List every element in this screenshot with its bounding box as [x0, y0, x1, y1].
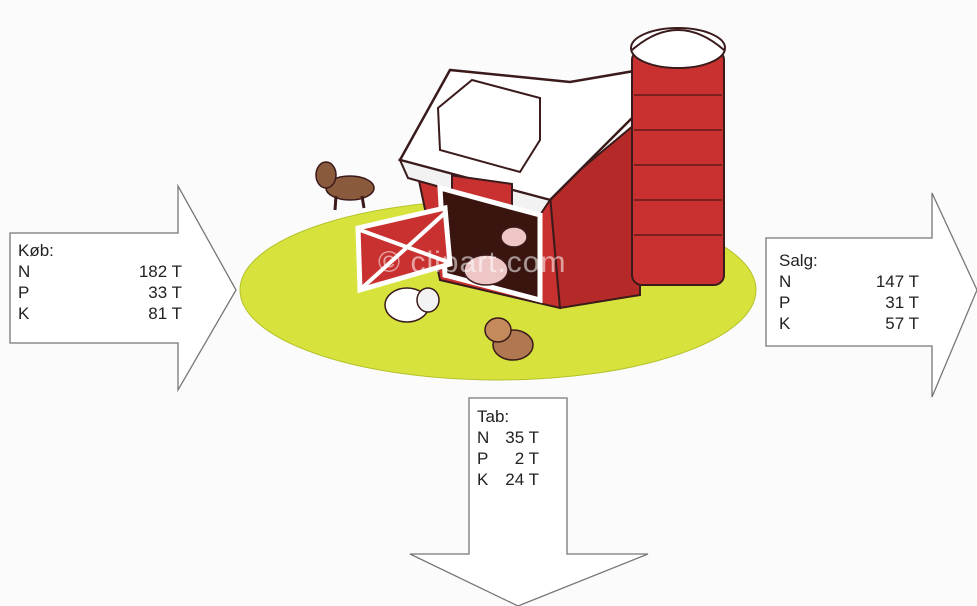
watermark-text: © clipart.com — [378, 246, 567, 279]
loss-arrow — [409, 397, 649, 606]
horse-figure — [315, 161, 375, 211]
salg-nutrient: K — [779, 314, 791, 333]
tab-value: 2 T — [514, 449, 539, 468]
salg-title: Salg: — [779, 251, 818, 270]
kob-value: 33 T — [148, 283, 182, 302]
kob-value: 81 T — [148, 304, 182, 323]
kob-row-n: N 182 T — [18, 261, 188, 282]
tab-row-k: K 24 T — [477, 469, 577, 490]
kob-row-p: P 33 T — [18, 282, 188, 303]
tab-nutrient: P — [477, 449, 489, 468]
tab-nutrient: N — [477, 428, 490, 447]
kob-value: 182 T — [138, 262, 182, 281]
cow-figure — [484, 317, 534, 361]
tab-title: Tab: — [477, 407, 510, 426]
tab-value: 24 T — [505, 470, 539, 489]
salg-nutrient: P — [779, 293, 791, 312]
input-arrow — [9, 183, 237, 393]
salg-row-k: K 57 T — [779, 313, 941, 334]
tab-row-n: N 35 T — [477, 427, 577, 448]
tab-value: 35 T — [505, 428, 539, 447]
tab-row-p: P 2 T — [477, 448, 577, 469]
tab-nutrient: K — [477, 470, 489, 489]
salg-row-n: N 147 T — [779, 271, 941, 292]
salg-box: Salg: N 147 T P 31 T K 57 T — [779, 250, 941, 334]
silo — [630, 27, 726, 286]
barn — [355, 68, 642, 310]
kob-nutrient: K — [18, 304, 30, 323]
kob-nutrient: N — [18, 262, 31, 281]
tab-box: Tab: N 35 T P 2 T K 24 T — [477, 406, 577, 490]
kob-box: Køb: N 182 T P 33 T K 81 T — [18, 240, 188, 324]
salg-value: 31 T — [885, 293, 919, 312]
salg-nutrient: N — [779, 272, 792, 291]
pig-figure — [463, 226, 528, 286]
salg-value: 57 T — [885, 314, 919, 333]
kob-row-k: K 81 T — [18, 303, 188, 324]
kob-nutrient: P — [18, 283, 30, 302]
sheep-figure — [384, 287, 440, 323]
kob-title: Køb: — [18, 241, 54, 260]
output-arrow — [765, 192, 977, 398]
salg-row-p: P 31 T — [779, 292, 941, 313]
salg-value: 147 T — [875, 272, 919, 291]
